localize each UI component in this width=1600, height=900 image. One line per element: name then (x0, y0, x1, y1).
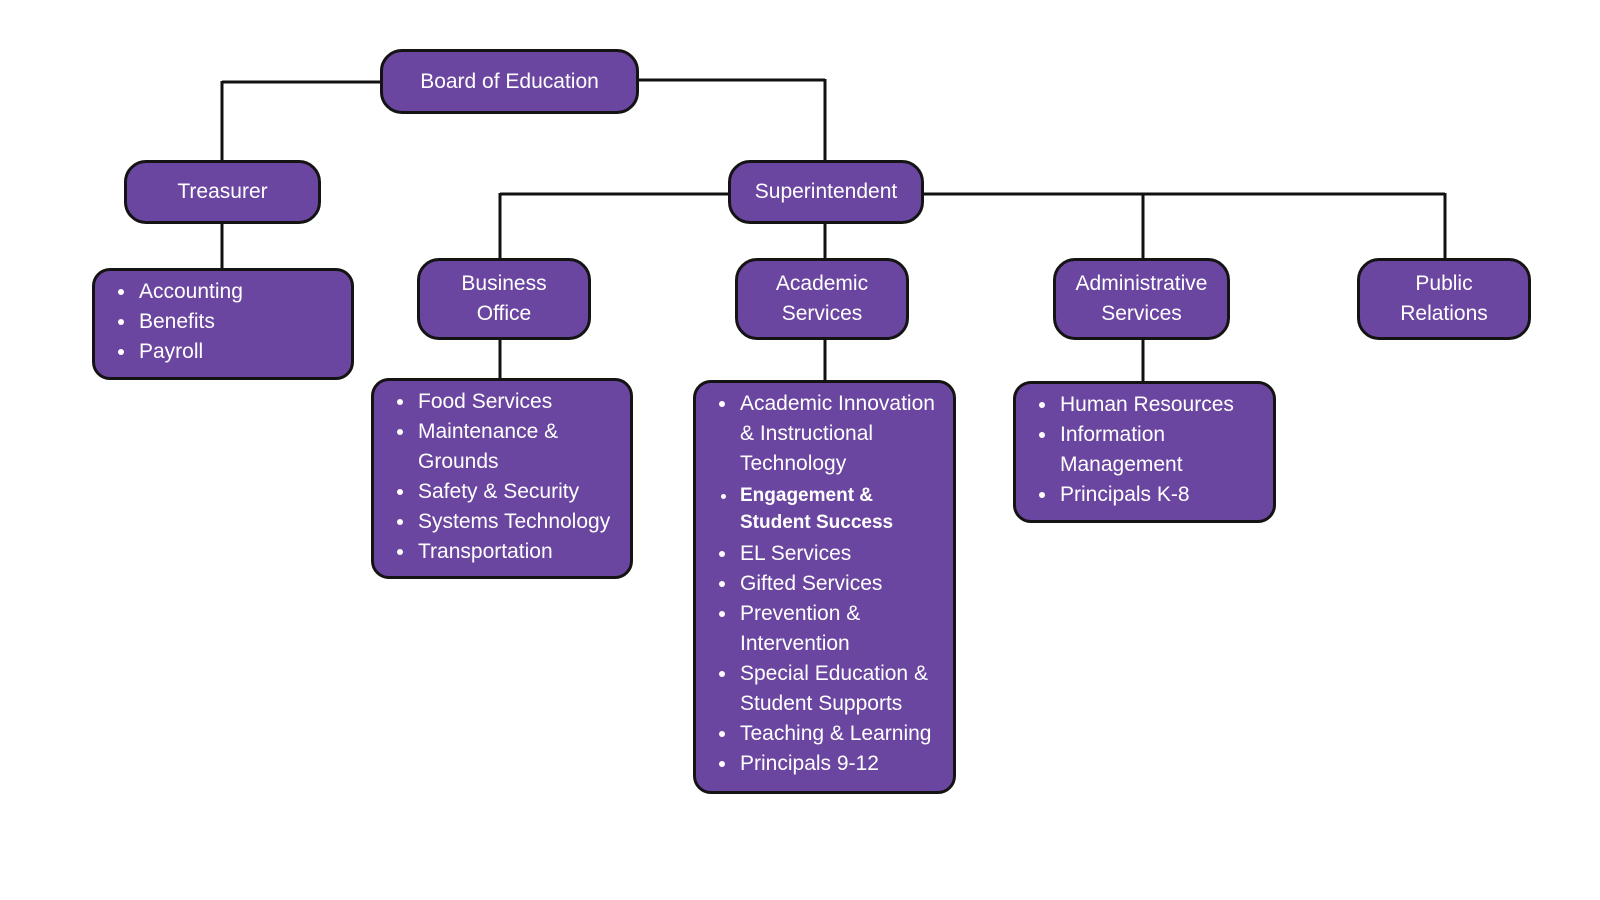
business-office-label-line2: Office (476, 302, 532, 325)
administrative-services-label-line1: Administrative (1075, 272, 1208, 295)
treasurer-list-box: Accounting Benefits Payroll (92, 268, 354, 380)
list-item: Safety & Security (416, 477, 624, 507)
list-item: Principals K-8 (1058, 480, 1267, 510)
list-item: Prevention & Intervention (738, 599, 947, 659)
administrative-services-list-box: Human Resources Information Management P… (1013, 381, 1276, 523)
academic-services-label-line1: Academic (775, 272, 869, 295)
list-item: Information Management (1058, 420, 1267, 480)
list-item: Maintenance & Grounds (416, 417, 624, 477)
public-relations-label-line2: Relations (1400, 302, 1488, 325)
list-item: Principals 9-12 (738, 749, 947, 779)
list-item: Systems Technology (416, 507, 624, 537)
administrative-services-node: Administrative Services (1053, 258, 1230, 340)
administrative-services-label-line2: Services (1101, 302, 1182, 325)
list-item: Teaching & Learning (738, 719, 947, 749)
public-relations-node: Public Relations (1357, 258, 1531, 340)
list-item: Academic Innovation & Instructional Tech… (738, 389, 947, 479)
list-item: Food Services (416, 387, 624, 417)
board-of-education-node: Board of Education (380, 49, 639, 114)
business-office-node: Business Office (417, 258, 591, 340)
list-item: Engagement & Student Success (738, 482, 947, 536)
business-office-list: Food Services Maintenance & Grounds Safe… (374, 387, 624, 567)
public-relations-label-line1: Public (1415, 272, 1473, 295)
treasurer-label: Treasurer (177, 180, 268, 203)
business-office-label-line1: Business (461, 272, 547, 295)
list-item: Special Education & Student Supports (738, 659, 947, 719)
list-item: Accounting (137, 277, 345, 307)
treasurer-list: Accounting Benefits Payroll (95, 277, 345, 367)
academic-services-list-box: Academic Innovation & Instructional Tech… (693, 380, 956, 794)
list-item: Gifted Services (738, 569, 947, 599)
treasurer-node: Treasurer (124, 160, 321, 224)
list-item: Payroll (137, 337, 345, 367)
list-item: Benefits (137, 307, 345, 337)
superintendent-node: Superintendent (728, 160, 924, 224)
administrative-services-list: Human Resources Information Management P… (1016, 390, 1267, 510)
academic-services-node: Academic Services (735, 258, 909, 340)
board-of-education-label: Board of Education (420, 69, 599, 93)
business-office-list-box: Food Services Maintenance & Grounds Safe… (371, 378, 633, 579)
list-item: EL Services (738, 539, 947, 569)
list-item: Human Resources (1058, 390, 1267, 420)
superintendent-label: Superintendent (754, 180, 898, 203)
academic-services-label-line2: Services (781, 302, 863, 325)
list-item: Transportation (416, 537, 624, 567)
academic-services-list: Academic Innovation & Instructional Tech… (696, 389, 947, 779)
